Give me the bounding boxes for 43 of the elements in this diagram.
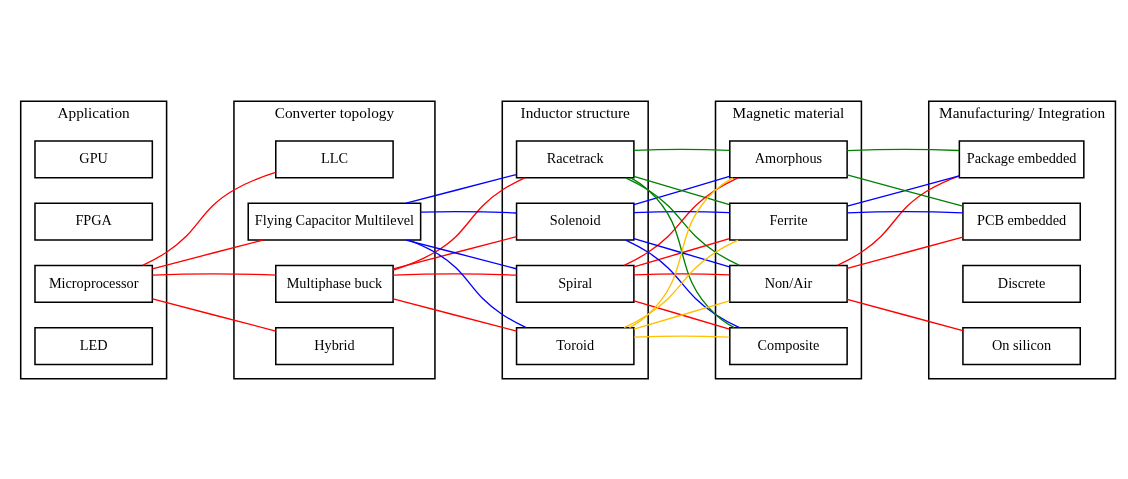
node-box: FPGA <box>34 202 154 241</box>
connector <box>405 173 517 204</box>
connector <box>633 299 731 330</box>
connector <box>392 272 518 276</box>
connector <box>142 171 277 266</box>
connector <box>151 297 277 332</box>
connector <box>633 335 731 338</box>
connector <box>846 210 964 214</box>
node-box: Non/Air <box>729 264 848 303</box>
node-box: Flying Capacitor Multilevel <box>247 202 422 241</box>
node-box: GPU <box>34 139 154 179</box>
connector <box>420 210 518 214</box>
connector <box>846 236 964 269</box>
node-box: Toroid <box>515 326 635 365</box>
node-box: LLC <box>275 139 394 179</box>
node-box: Package embedded <box>958 139 1085 179</box>
connector <box>846 298 964 331</box>
node-box: Discrete <box>962 264 1082 303</box>
node-box: Solenoid <box>515 202 635 241</box>
connector <box>405 238 517 269</box>
node-box: Multiphase buck <box>275 264 394 303</box>
connector <box>633 272 731 276</box>
node-box: Composite <box>729 326 848 365</box>
connector <box>151 238 264 269</box>
connector <box>633 210 731 213</box>
node-box: On silicon <box>962 326 1082 365</box>
node-box: Racetrack <box>515 139 635 179</box>
connector <box>392 235 518 269</box>
node-box: LED <box>34 326 154 365</box>
connector <box>392 176 526 271</box>
connector <box>846 148 960 151</box>
node-box: Ferrite <box>729 202 848 241</box>
connector <box>633 175 731 205</box>
node-box: Microprocessor <box>34 264 154 303</box>
node-box: Amorphous <box>729 139 848 179</box>
connector <box>392 297 518 332</box>
connector <box>408 238 527 328</box>
node-box: PCB embedded <box>962 202 1082 241</box>
connector <box>633 148 731 151</box>
node-box: Spiral <box>515 264 635 303</box>
node-box: Hybrid <box>275 326 394 365</box>
connector <box>836 174 960 266</box>
connector <box>151 272 277 276</box>
